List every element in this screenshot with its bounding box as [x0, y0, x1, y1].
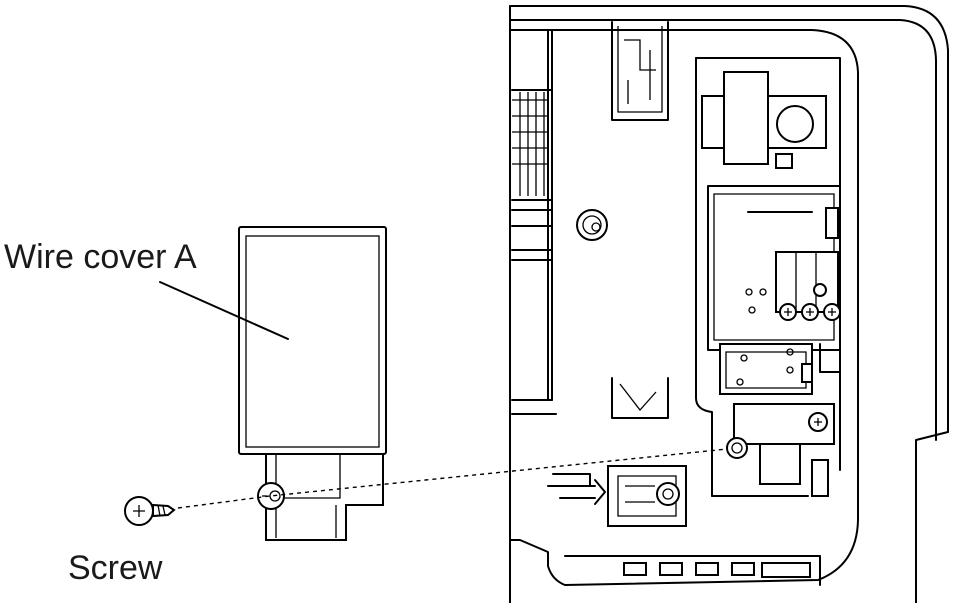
- wire-cover-a: [238, 226, 387, 541]
- screw: [124, 496, 176, 526]
- indoor-unit: [509, 5, 949, 603]
- cover-screw-hole: [257, 482, 285, 510]
- wire-cover-a-label: Wire cover A: [4, 238, 197, 276]
- screw-label: Screw: [68, 549, 163, 587]
- bottom-vents: [623, 562, 811, 578]
- wire-cover-leader-line: [159, 281, 289, 340]
- unit-screw-hole: [726, 437, 748, 459]
